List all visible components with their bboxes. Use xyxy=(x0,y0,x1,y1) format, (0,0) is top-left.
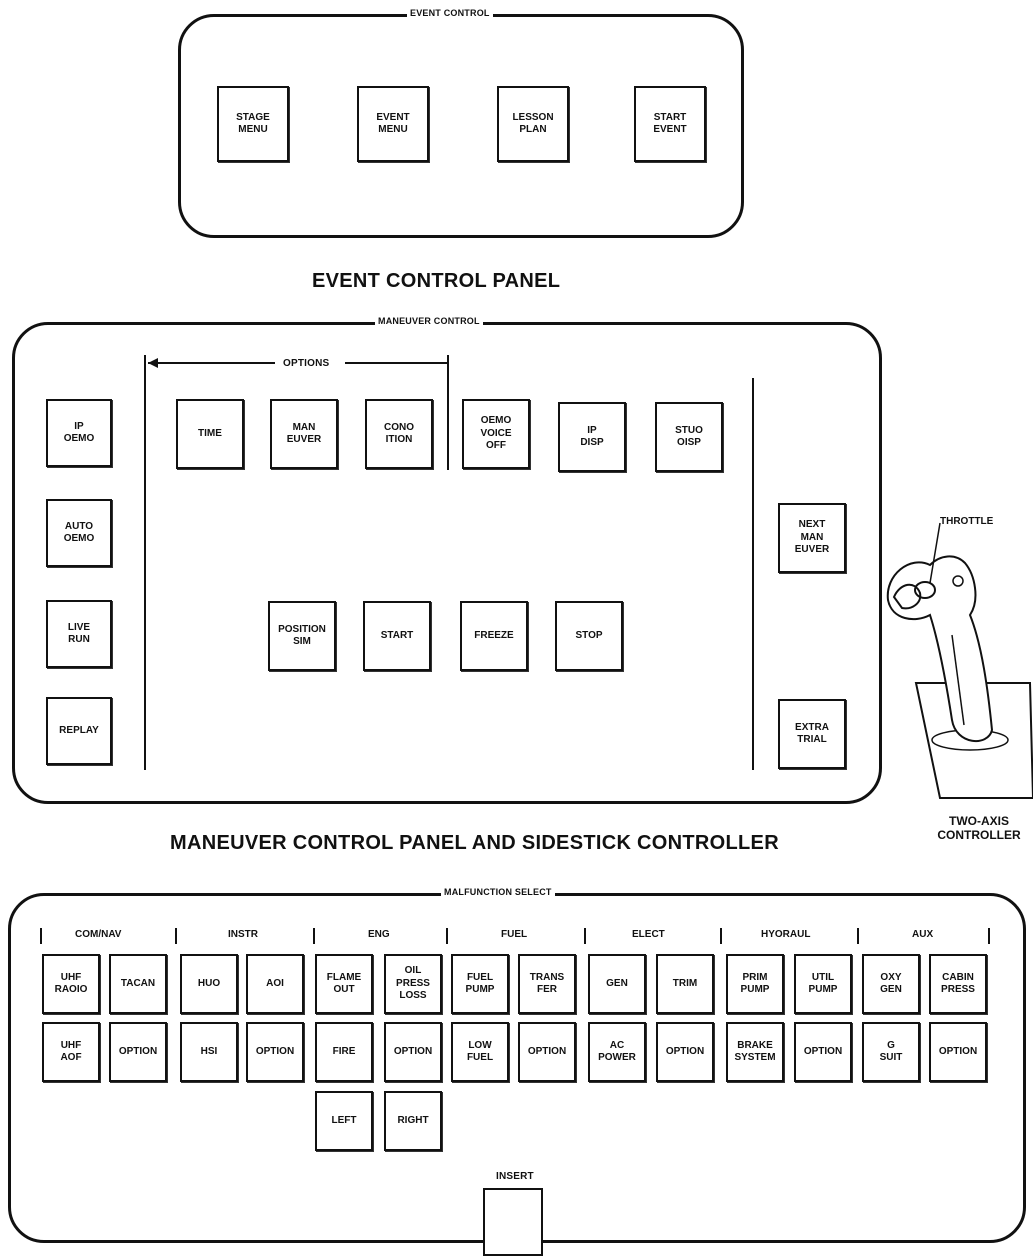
group-label-com-nav: COM/NAV xyxy=(75,929,122,940)
group-separator xyxy=(720,928,722,944)
flame-out-button[interactable]: FLAME OUT xyxy=(315,954,373,1014)
util-pump-button[interactable]: UTIL PUMP xyxy=(794,954,852,1014)
group-label-instr: INSTR xyxy=(228,929,258,940)
options-bracket xyxy=(144,355,449,770)
sidestick-controller-illustration xyxy=(886,522,1033,799)
ip-disp-button[interactable]: IP DISP xyxy=(558,402,626,472)
uhf-radio-button[interactable]: UHF RAOIO xyxy=(42,954,100,1014)
extra-trial-button[interactable]: EXTRA TRIAL xyxy=(778,699,846,769)
group-separator xyxy=(446,928,448,944)
insert-label: INSERT xyxy=(493,1171,537,1182)
stop-button[interactable]: STOP xyxy=(555,601,623,671)
malfunction-select-legend: MALFUNCTION SELECT xyxy=(441,887,555,897)
group-label-hydraul: HYORAUL xyxy=(761,929,811,940)
oxy-gen-button[interactable]: OXY GEN xyxy=(862,954,920,1014)
stage-menu-button[interactable]: STAGE MENU xyxy=(217,86,289,162)
two-axis-controller-caption: TWO-AXIS CONTROLLER xyxy=(937,814,1021,842)
stud-disp-button[interactable]: STUO OISP xyxy=(655,402,723,472)
right-divider xyxy=(752,378,754,770)
event-control-caption: EVENT CONTROL PANEL xyxy=(312,270,561,292)
group-separator xyxy=(40,928,42,944)
freeze-button[interactable]: FREEZE xyxy=(460,601,528,671)
hud-button[interactable]: HUO xyxy=(180,954,238,1014)
low-fuel-button[interactable]: LOW FUEL xyxy=(451,1022,509,1082)
fuel-option-button[interactable]: OPTION xyxy=(518,1022,576,1082)
eng-option-button[interactable]: OPTION xyxy=(384,1022,442,1082)
uhf-adf-button[interactable]: UHF AOF xyxy=(42,1022,100,1082)
time-button[interactable]: TIME xyxy=(176,399,244,469)
left-engine-button[interactable]: LEFT xyxy=(315,1091,373,1151)
options-label: OPTIONS xyxy=(280,358,333,369)
event-menu-button[interactable]: EVENT MENU xyxy=(357,86,429,162)
maneuver-control-caption: MANEUVER CONTROL PANEL AND SIDESTICK CON… xyxy=(170,832,779,854)
oil-press-loss-button[interactable]: OIL PRESS LOSS xyxy=(384,954,442,1014)
throttle-label: THROTTLE xyxy=(940,516,994,527)
start-button[interactable]: START xyxy=(363,601,431,671)
right-engine-button[interactable]: RIGHT xyxy=(384,1091,442,1151)
next-maneuver-button[interactable]: NEXT MAN EUVER xyxy=(778,503,846,573)
tacan-button[interactable]: TACAN xyxy=(109,954,167,1014)
event-control-legend: EVENT CONTROL xyxy=(407,8,493,18)
elect-option-button[interactable]: OPTION xyxy=(656,1022,714,1082)
transfer-button[interactable]: TRANS FER xyxy=(518,954,576,1014)
ip-demo-button[interactable]: IP OEMO xyxy=(46,399,112,467)
group-label-elect: ELECT xyxy=(632,929,665,940)
live-run-button[interactable]: LIVE RUN xyxy=(46,600,112,668)
cabin-press-button[interactable]: CABIN PRESS xyxy=(929,954,987,1014)
position-sim-button[interactable]: POSITION SIM xyxy=(268,601,336,671)
group-separator xyxy=(857,928,859,944)
prim-pump-button[interactable]: PRIM PUMP xyxy=(726,954,784,1014)
group-separator xyxy=(584,928,586,944)
fuel-pump-button[interactable]: FUEL PUMP xyxy=(451,954,509,1014)
ac-power-button[interactable]: AC POWER xyxy=(588,1022,646,1082)
gen-button[interactable]: GEN xyxy=(588,954,646,1014)
brake-system-button[interactable]: BRAKE SYSTEM xyxy=(726,1022,784,1082)
group-label-aux: AUX xyxy=(912,929,934,940)
start-event-button[interactable]: START EVENT xyxy=(634,86,706,162)
hydraul-option-button[interactable]: OPTION xyxy=(794,1022,852,1082)
group-separator xyxy=(988,928,990,944)
insert-button[interactable] xyxy=(483,1188,543,1256)
trim-button[interactable]: TRIM xyxy=(656,954,714,1014)
demo-voice-off-button[interactable]: OEMO VOICE OFF xyxy=(462,399,530,469)
aux-option-button[interactable]: OPTION xyxy=(929,1022,987,1082)
lesson-plan-button[interactable]: LESSON PLAN xyxy=(497,86,569,162)
maneuver-control-legend: MANEUVER CONTROL xyxy=(375,316,483,326)
com-nav-option-button[interactable]: OPTION xyxy=(109,1022,167,1082)
replay-button[interactable]: REPLAY xyxy=(46,697,112,765)
fire-button[interactable]: FIRE xyxy=(315,1022,373,1082)
aoi-button[interactable]: AOI xyxy=(246,954,304,1014)
group-label-eng: ENG xyxy=(368,929,390,940)
instr-option-button[interactable]: OPTION xyxy=(246,1022,304,1082)
group-separator xyxy=(313,928,315,944)
condition-button[interactable]: CONO ITION xyxy=(365,399,433,469)
group-label-fuel: FUEL xyxy=(501,929,528,940)
hsi-button[interactable]: HSI xyxy=(180,1022,238,1082)
g-suit-button[interactable]: G SUIT xyxy=(862,1022,920,1082)
group-separator xyxy=(175,928,177,944)
maneuver-button[interactable]: MAN EUVER xyxy=(270,399,338,469)
auto-demo-button[interactable]: AUTO OEMO xyxy=(46,499,112,567)
